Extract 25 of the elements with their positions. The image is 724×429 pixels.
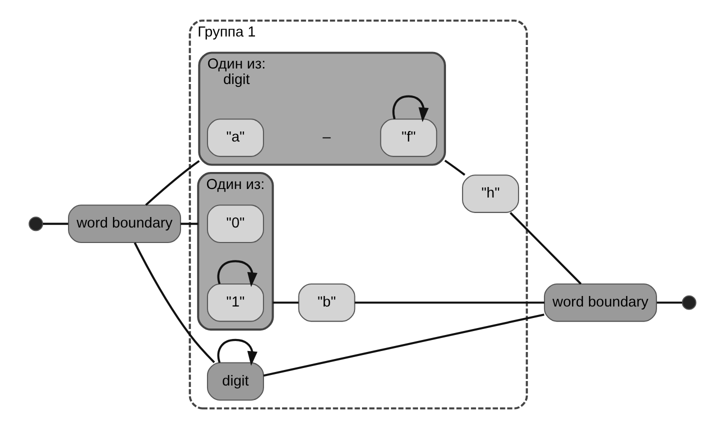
connector [656,302,682,304]
connector [509,212,582,285]
arrow [392,95,428,122]
connector [354,302,544,304]
node-circle [28,216,43,232]
arrow [216,338,257,366]
connector [444,160,465,176]
connector [42,222,68,225]
connector [144,160,200,206]
connector [272,302,298,304]
label: – [322,130,330,146]
node-circle [681,295,696,310]
node-box: "0" [206,204,264,244]
node-box: word boundary [543,283,656,322]
node-box: "h" [462,174,519,213]
node-box: "1" [206,283,264,322]
node-box: "b" [298,283,355,322]
node-box: "a" [206,118,264,157]
connector [262,314,544,377]
arrow [216,260,257,287]
connector [180,222,198,225]
node-box: "f" [380,118,437,157]
node-box: word boundary [68,204,181,244]
connector [133,242,214,364]
node-box: digit [206,362,264,401]
